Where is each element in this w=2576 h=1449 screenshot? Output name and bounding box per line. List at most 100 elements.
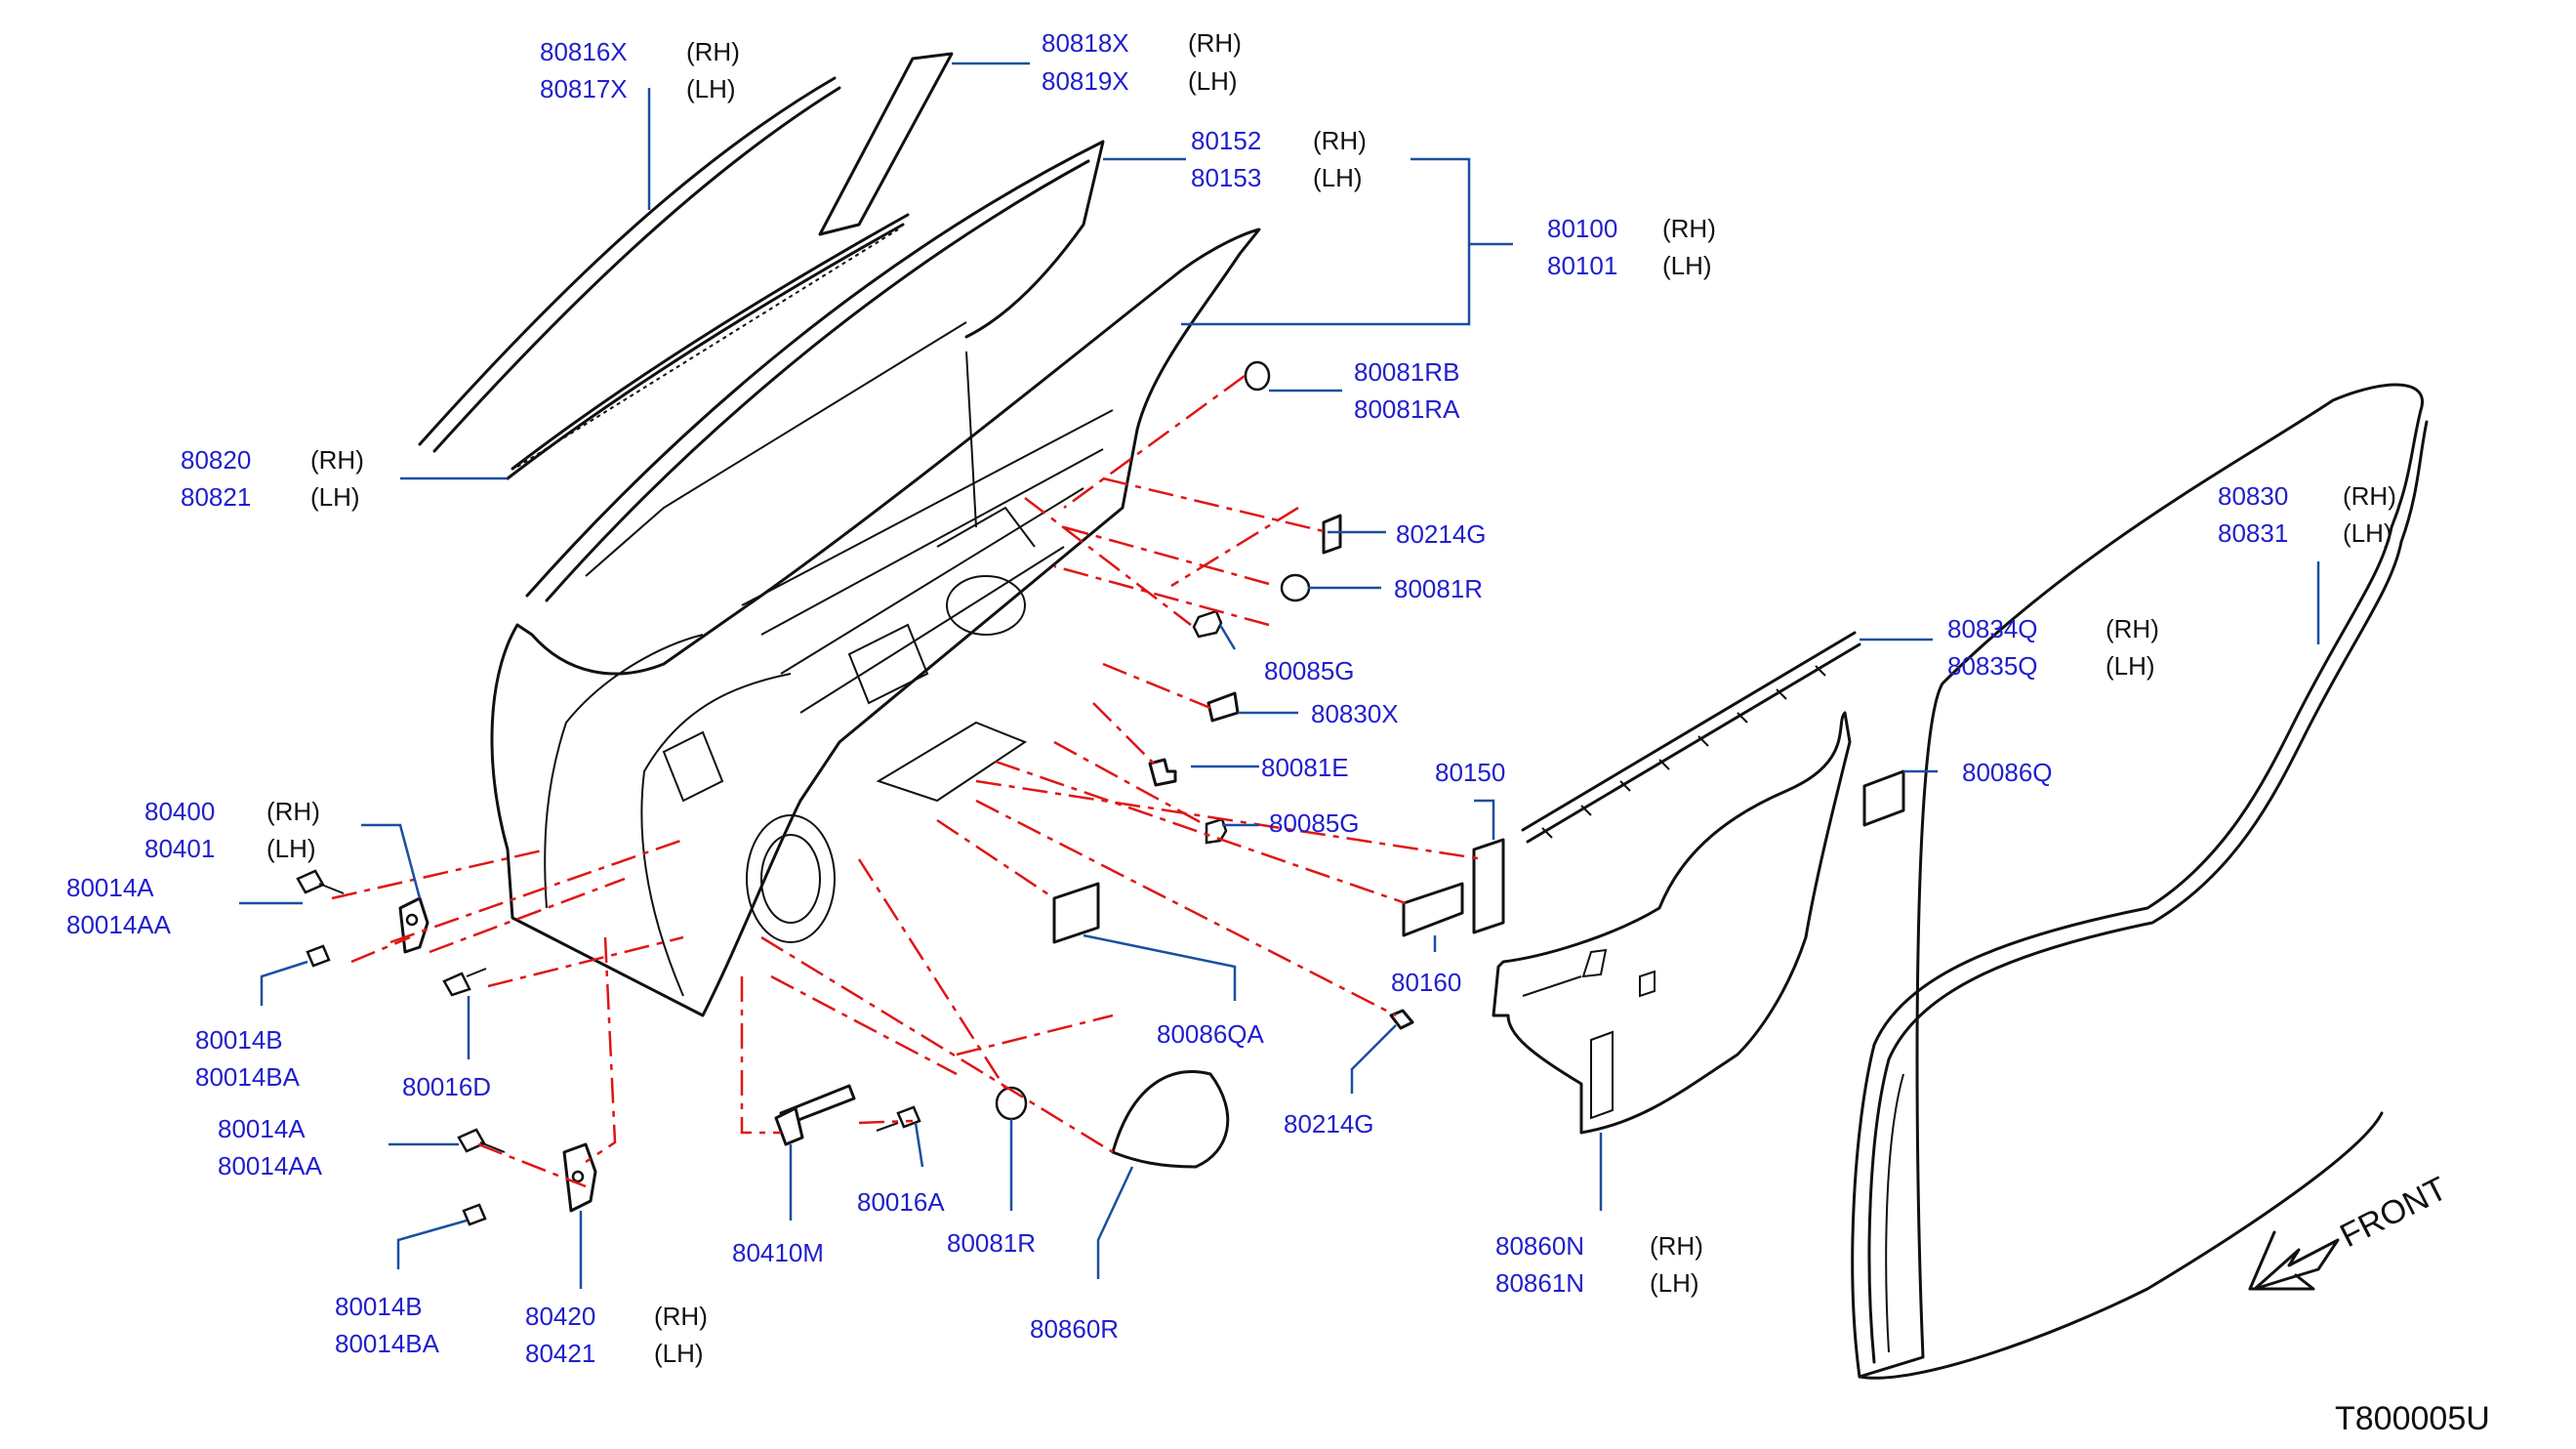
part-number: 80081E [1261, 753, 1349, 782]
label-a7[interactable]: 80214G [1396, 519, 1487, 549]
hinge-upper-part[interactable] [398, 896, 429, 954]
part-number: 80016D [402, 1072, 491, 1101]
outer-molding-part[interactable] [418, 76, 841, 453]
side-label: (RH) [1188, 28, 1242, 58]
part-number: 80085G [1269, 808, 1360, 838]
belt-molding-part[interactable] [506, 213, 910, 480]
front-label: FRONT [2334, 1170, 2453, 1255]
part-number: 80014B [195, 1025, 283, 1055]
label-a14[interactable]: 80160 [1391, 968, 1461, 997]
part-number: 80860R [1030, 1314, 1119, 1344]
label-a27[interactable]: 80410M [732, 1238, 824, 1267]
part-number: 80214G [1396, 519, 1487, 549]
label-a10[interactable]: 80830X [1311, 699, 1399, 728]
part-number: 80400 [144, 797, 215, 826]
door-check-part[interactable] [774, 1084, 856, 1146]
label-a22[interactable]: 80014B 80014BA [195, 1025, 301, 1092]
side-label: (LH) [1188, 66, 1238, 96]
side-label: (LH) [1662, 251, 1712, 280]
side-label: (RH) [2343, 481, 2396, 511]
part-number: 80861N [1495, 1268, 1584, 1298]
side-label: (RH) [310, 445, 364, 475]
label-a2[interactable]: 80818X (RH) 80819X (LH) [1042, 28, 1242, 96]
part-number: 80860N [1495, 1231, 1584, 1261]
inner-belt-weatherstrip-part[interactable] [1521, 631, 1861, 844]
part-number: 80817X [540, 74, 628, 104]
label-a19[interactable]: 80834Q (RH) 80835Q (LH) [1947, 614, 2159, 681]
part-number: 80014BA [195, 1062, 301, 1092]
label-a26[interactable]: 80420 (RH) 80421 (LH) [525, 1302, 708, 1368]
label-a18[interactable]: 80830 (RH) 80831 (LH) [2218, 481, 2396, 548]
label-a5[interactable]: 80820 (RH) 80821 (LH) [181, 445, 364, 512]
part-number: 80014AA [218, 1151, 323, 1180]
part-number: 80081R [947, 1228, 1036, 1258]
side-label: (LH) [2343, 518, 2392, 548]
part-number: 80081RB [1354, 357, 1459, 387]
label-a4[interactable]: 80100 (RH) 80101 (LH) [1547, 214, 1716, 280]
bolts[interactable] [296, 869, 921, 1226]
label-a8[interactable]: 80081R [1394, 574, 1483, 603]
label-a23[interactable]: 80016D [402, 1072, 491, 1101]
label-a13[interactable]: 80150 [1435, 758, 1505, 787]
label-a11[interactable]: 80081E [1261, 753, 1349, 782]
sash-trim-part[interactable] [818, 52, 954, 236]
part-number: 80214G [1284, 1109, 1374, 1138]
label-a25[interactable]: 80014B 80014BA [335, 1292, 440, 1358]
label-a24[interactable]: 80014A 80014AA [218, 1114, 323, 1180]
side-label: (LH) [1650, 1268, 1699, 1298]
label-a28[interactable]: 80016A [857, 1187, 945, 1217]
part-number: 80830X [1311, 699, 1399, 728]
part-number: 80085G [1264, 656, 1355, 685]
label-a1[interactable]: 80816X (RH) 80817X (LH) [540, 37, 740, 104]
side-label: (RH) [654, 1302, 708, 1331]
clips-and-plugs[interactable] [995, 360, 1414, 1121]
label-a31[interactable]: 80860N (RH) 80861N (LH) [1495, 1231, 1703, 1298]
hinge-lower-part[interactable] [562, 1142, 597, 1213]
side-label: (RH) [1662, 214, 1716, 243]
part-number: 80086Q [1962, 758, 2053, 787]
part-number: 80420 [525, 1302, 595, 1331]
part-number: 80100 [1547, 214, 1617, 243]
label-a20[interactable]: 80400 (RH) 80401 (LH) [144, 797, 320, 863]
label-a12[interactable]: 80085G [1269, 808, 1360, 838]
side-label: (RH) [1313, 126, 1367, 155]
part-number: 80014A [66, 873, 154, 902]
front-direction-arrow-icon [2248, 1230, 2340, 1291]
part-number: 80831 [2218, 518, 2288, 548]
label-a29[interactable]: 80081R [947, 1228, 1036, 1258]
label-a30[interactable]: 80860R [1030, 1314, 1119, 1344]
part-number: 80816X [540, 37, 628, 66]
label-a9[interactable]: 80085G [1264, 656, 1355, 685]
part-number: 80086QA [1157, 1019, 1265, 1049]
part-number: 80150 [1435, 758, 1505, 787]
label-a21[interactable]: 80014A 80014AA [66, 873, 172, 939]
part-number: 80081RA [1354, 394, 1460, 424]
door-shell-part[interactable] [490, 228, 1261, 1017]
part-number: 80819X [1042, 66, 1129, 96]
part-number: 80014AA [66, 910, 172, 939]
label-a6[interactable]: 80081RB 80081RA [1354, 357, 1460, 424]
part-number: 80835Q [1947, 651, 2038, 681]
part-number: 80160 [1391, 968, 1461, 997]
part-number: 80081R [1394, 574, 1483, 603]
weatherstrip-part[interactable] [1851, 383, 2429, 1380]
label-a3[interactable]: 80152 (RH) 80153 (LH) [1191, 126, 1367, 192]
pad-parts[interactable] [1052, 769, 1905, 944]
part-number: 80014BA [335, 1329, 440, 1358]
small-sealing-screen-part[interactable] [1111, 1070, 1230, 1169]
side-label: (LH) [310, 482, 360, 512]
label-a17[interactable]: 80086Q [1962, 758, 2053, 787]
part-number: 80421 [525, 1339, 595, 1368]
label-a15[interactable]: 80214G [1284, 1109, 1374, 1138]
label-a16[interactable]: 80086QA [1157, 1019, 1265, 1049]
sealing-screen-part[interactable] [1492, 711, 1852, 1135]
part-number: 80101 [1547, 251, 1617, 280]
side-label: (LH) [654, 1339, 704, 1368]
part-number: 80014B [335, 1292, 423, 1321]
part-number: 80820 [181, 445, 251, 475]
part-number: 80821 [181, 482, 251, 512]
window-sash-part[interactable] [525, 140, 1105, 602]
part-number: 80014A [218, 1114, 306, 1143]
part-number: 80016A [857, 1187, 945, 1217]
side-label: (RH) [2106, 614, 2159, 643]
